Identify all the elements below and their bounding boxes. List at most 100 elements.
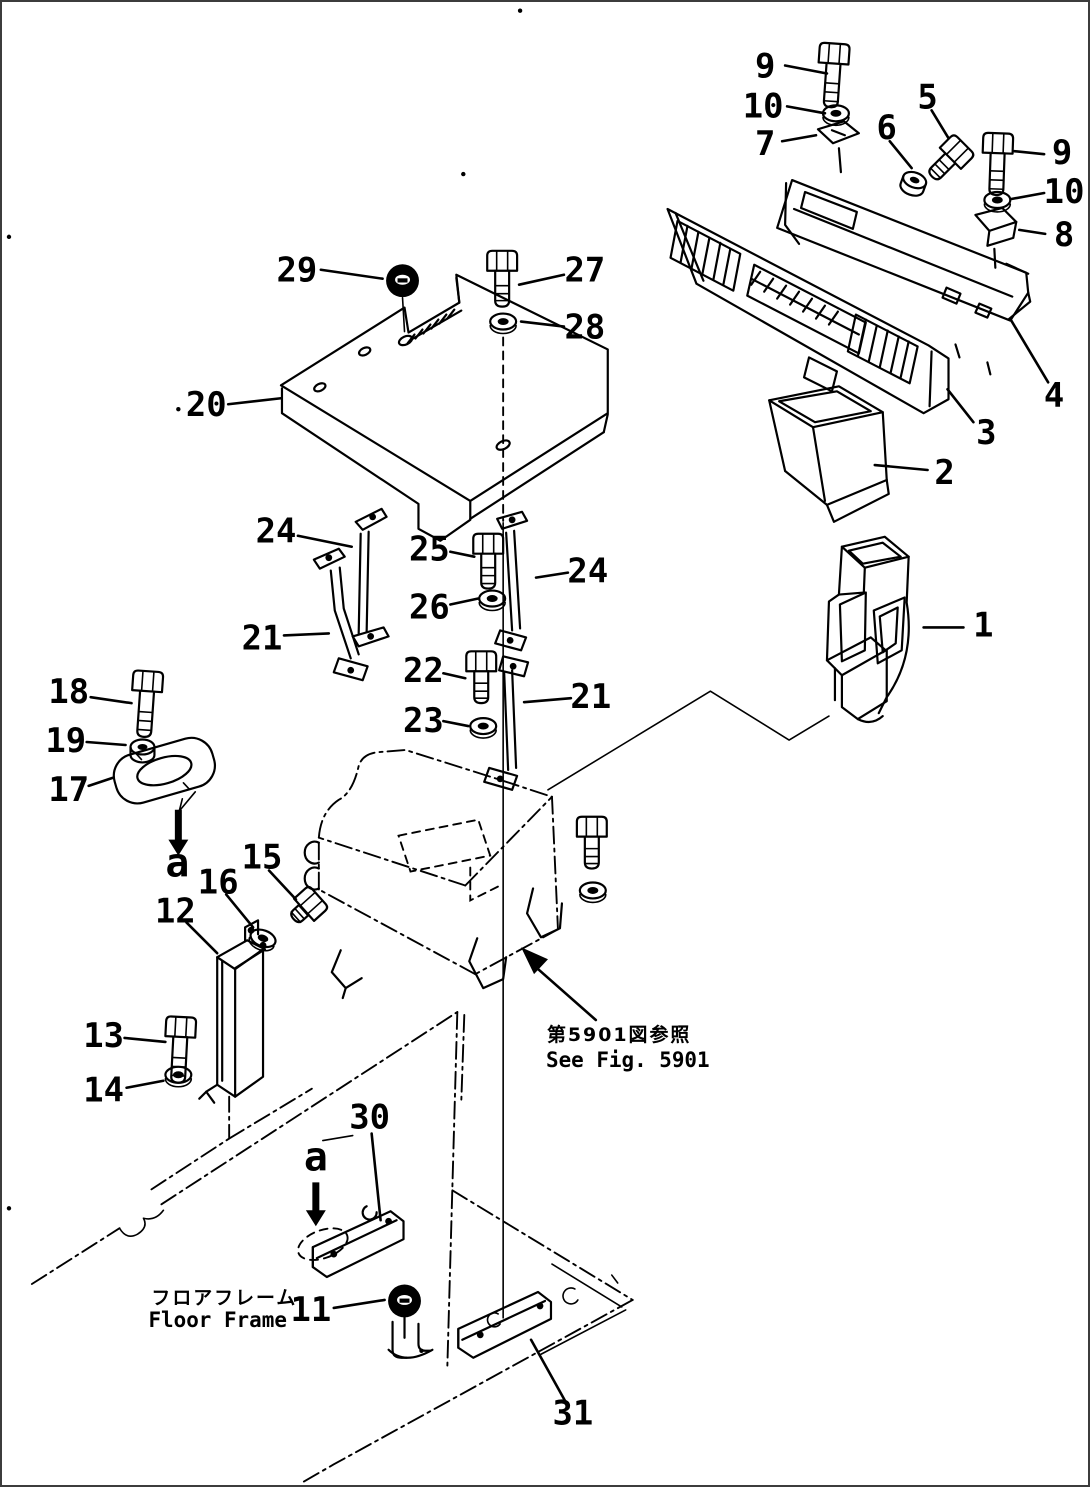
scan-speck — [517, 8, 523, 13]
bolt-hole-dot — [367, 633, 375, 640]
part-number-label: 29 — [277, 251, 318, 290]
bolt-hole-dot — [496, 775, 504, 783]
washer-14-illustration — [164, 1065, 193, 1088]
part-number-label: 14 — [83, 1071, 124, 1110]
leader-lines — [85, 64, 1050, 1402]
bolt-hole — [357, 346, 372, 357]
part-number-label: 22 — [403, 651, 444, 690]
view-marker-a: a — [304, 1134, 328, 1180]
leader-line — [783, 64, 829, 75]
bolt-hole-dot — [506, 636, 514, 644]
bolt-mounting-illustration — [575, 815, 608, 870]
part-number-label: 7 — [755, 124, 775, 163]
leader-line — [785, 105, 827, 115]
part-number-label: 30 — [349, 1098, 390, 1137]
part-4-mounting-rail — [776, 178, 1032, 376]
bolt-5-illustration — [928, 134, 975, 181]
part-24-strap-left — [351, 507, 390, 648]
part-number-label: 8 — [1054, 215, 1074, 254]
leader-line — [522, 696, 573, 704]
part-20-cover-plate — [279, 273, 609, 542]
leader-line — [125, 1079, 165, 1090]
part-number-label: 16 — [198, 862, 239, 901]
leader-line — [185, 921, 219, 955]
leader-line — [449, 550, 476, 558]
leader-line — [888, 139, 913, 170]
part-17-flange-plate — [112, 736, 216, 805]
part-24-strap-right — [494, 510, 529, 652]
floor-frame-hole-outline — [297, 1227, 349, 1261]
leader-line — [442, 719, 470, 728]
part-number-label: 24 — [567, 552, 608, 591]
annotation-floor-frame-jp: フロアフレーム — [151, 1287, 297, 1309]
annotation-floor-frame-en: Floor Frame — [148, 1308, 286, 1332]
bolt-hole-dot — [325, 554, 333, 562]
part-number-label: 5 — [917, 77, 937, 116]
part-number-label: 20 — [186, 385, 227, 424]
part-7-shim-plate — [816, 120, 860, 174]
see-fig-arrowhead — [521, 947, 548, 975]
washer-28-illustration — [489, 312, 518, 335]
grommet-11-illustration — [388, 1284, 421, 1318]
leader-line — [1009, 319, 1050, 384]
bolt-hole — [495, 439, 511, 451]
scan-speck — [6, 1206, 12, 1211]
leader-line — [517, 273, 566, 286]
leader-line — [370, 1132, 382, 1222]
annotation-see-fig-jp: 第5901図参照 — [547, 1023, 691, 1046]
leader-line — [1009, 191, 1046, 201]
bolt-15-illustration — [290, 885, 329, 924]
part-21-strap-right — [483, 655, 530, 791]
leader-line — [87, 776, 114, 788]
leader-line — [873, 463, 929, 472]
leader-line — [123, 1036, 167, 1044]
bolt-hole-dot — [508, 516, 516, 524]
bolt-27-illustration — [486, 249, 519, 308]
flange-view-line — [178, 797, 184, 812]
washer-10-illustration — [821, 104, 850, 127]
nut-6-illustration — [899, 170, 928, 197]
bolt-9-illustration — [817, 41, 851, 109]
part-number-label: 3 — [976, 413, 996, 452]
bolt-hole-dot — [330, 1250, 338, 1258]
bolt-hole — [397, 334, 414, 347]
part-number-label: 2 — [934, 453, 954, 492]
part-number-label: 12 — [155, 891, 196, 930]
leader-line — [529, 1338, 567, 1402]
part-number-label: 10 — [743, 86, 784, 125]
bolt-25-illustration — [472, 532, 505, 590]
scan-speck — [176, 407, 181, 412]
part-number-label: 19 — [45, 721, 86, 760]
part-number-label: 17 — [48, 770, 89, 809]
part-number-label: 31 — [553, 1393, 594, 1432]
bolt-hole-dot — [536, 1302, 544, 1310]
part-number-label: 18 — [48, 672, 89, 711]
washer-23-illustration — [469, 716, 498, 739]
part-21-strap-left — [312, 547, 369, 682]
leader-line — [449, 597, 480, 606]
part-11-clip — [387, 1315, 434, 1359]
leader-line — [780, 133, 818, 143]
leader-line — [534, 571, 570, 579]
part-31-bar — [457, 1290, 553, 1359]
washer-mounting-illustration — [578, 881, 607, 904]
leader-line — [442, 671, 467, 680]
scan-speck — [6, 234, 12, 240]
bolt-hole-dot — [347, 666, 355, 674]
grommet-29-illustration — [386, 264, 419, 298]
leader-line — [85, 740, 127, 747]
view-direction-arrow — [168, 809, 189, 856]
washer-26-illustration — [478, 589, 507, 612]
nut-19-illustration — [129, 738, 156, 764]
washer-16-illustration — [248, 928, 277, 952]
leader-line — [267, 869, 298, 901]
part-2-duct-box — [768, 385, 890, 523]
leader-line — [89, 695, 133, 705]
floor-frame-and-housing-phantom-lines — [30, 336, 830, 1485]
part-1-elbow-duct — [825, 535, 910, 724]
leader-line — [226, 396, 283, 406]
leader-line — [1017, 228, 1047, 236]
